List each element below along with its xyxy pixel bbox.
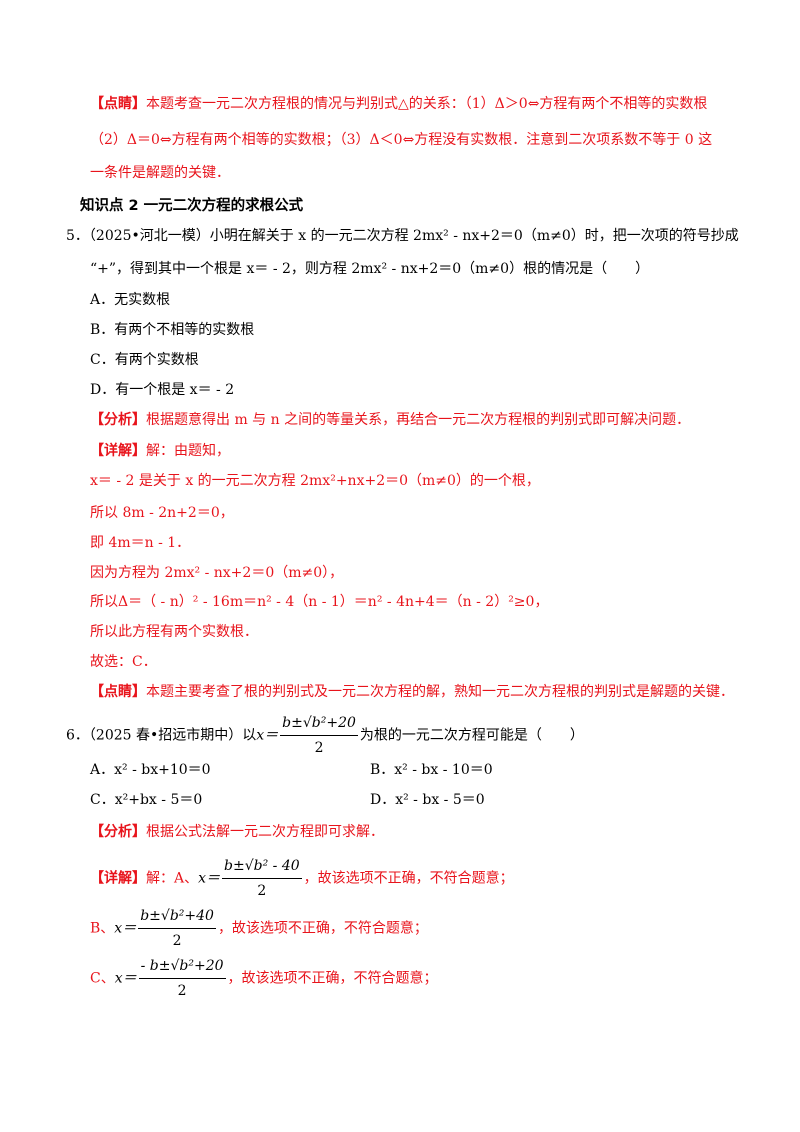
formula-denominator: 2: [172, 933, 182, 949]
tip-paragraph-line3: 一条件是解题的关键．: [90, 165, 230, 181]
root-formula-c: - b±√b²+20 2: [138, 955, 226, 1002]
formula-lhs: x＝: [198, 870, 221, 887]
option-b: B．有两个不相等的实数根: [90, 322, 255, 338]
root-formula-a: b±√b² - 40 2: [222, 855, 302, 902]
section-heading: 知识点 2 一元二次方程的求根公式: [80, 198, 304, 214]
formula-numerator: b±√b²+40: [138, 905, 216, 929]
option-d: D．有一个根是 x＝ - 2: [90, 382, 235, 398]
detail-line: 【详解】解：由题知，: [90, 441, 230, 461]
analysis-tag: 【分析】: [90, 824, 146, 840]
solution-step: 所以Δ＝（ - n）² - 16m＝n² - 4（n - 1）＝n² - 4n+…: [90, 594, 549, 610]
formula-denominator: 2: [177, 983, 187, 999]
formula-numerator: b±√b²+20: [280, 712, 358, 736]
question-stem-suffix: 为根的一元二次方程可能是（ ）: [359, 727, 584, 744]
detail-text: ，故该选项不正确，不符合题意；: [227, 970, 438, 987]
tip-paragraph-line2: （2）Δ＝0⇔方程有两个相等的实数根；（3）Δ＜0⇔方程没有实数根．注意到二次项…: [90, 132, 713, 148]
question-5-line2: “+”，得到其中一个根是 x＝ - 2，则方程 2mx² - nx+2＝0（m≠…: [90, 261, 650, 277]
question-5-line1: 5．（2025•河北一模）小明在解关于 x 的一元二次方程 2mx² - nx+…: [66, 226, 739, 246]
analysis-line: 【分析】根据公式法解一元二次方程即可求解．: [90, 822, 384, 842]
option-a: A．无实数根: [90, 292, 171, 308]
tip-paragraph-line1: 【点睛】本题考查一元二次方程根的情况与判别式△的关系：（1）Δ＞0⇔方程有两个不…: [90, 94, 707, 114]
detail-b-line: B、x＝b±√b²+40 2 ，故该选项不正确，不符合题意；: [90, 905, 428, 952]
analysis-text: 根据题意得出 m 与 n 之间的等量关系，再结合一元二次方程根的判别式即可解决问…: [146, 412, 691, 428]
detail-a-line: 【详解】解：A、x＝b±√b² - 40 2 ，故该选项不正确，不符合题意；: [90, 855, 514, 902]
analysis-text: 根据公式法解一元二次方程即可求解．: [146, 824, 384, 840]
tip-text: 本题主要考查了根的判别式及一元二次方程的解，熟知一元二次方程根的判别式是解题的关…: [146, 684, 734, 700]
option-c: C．有两个实数根: [90, 352, 199, 368]
formula-numerator: - b±√b²+20: [138, 955, 226, 979]
detail-text: C、: [90, 970, 115, 987]
solution-step: x＝ - 2 是关于 x 的一元二次方程 2mx²+nx+2＝0（m≠0）的一个…: [90, 473, 540, 489]
detail-text: ，故该选项不正确，不符合题意；: [303, 870, 514, 887]
analysis-tag: 【分析】: [90, 412, 146, 428]
solution-step: 所以此方程有两个实数根．: [90, 624, 258, 640]
formula-lhs: x＝: [114, 970, 137, 987]
detail-text: B、: [90, 920, 115, 937]
solution-answer: 故选：C．: [90, 654, 157, 670]
formula-lhs: x＝: [114, 920, 137, 937]
detail-text: 解：由题知，: [146, 443, 230, 459]
analysis-line: 【分析】根据题意得出 m 与 n 之间的等量关系，再结合一元二次方程根的判别式即…: [90, 410, 690, 430]
formula-denominator: 2: [257, 883, 267, 899]
question-stem: （2025 春•招远市期中）以: [88, 727, 257, 744]
tip-text: 本题考查一元二次方程根的情况与判别式△的关系：（1）Δ＞0⇔方程有两个不相等的实…: [146, 96, 708, 112]
question-number: 6．: [66, 727, 89, 744]
tip-tag: 【点睛】: [90, 96, 146, 112]
option-d: D．x² - bx - 5＝0: [370, 792, 485, 808]
solution-step: 因为方程为 2mx² - nx+2＝0（m≠0），: [90, 565, 344, 581]
solution-step: 即 4m＝n - 1．: [90, 535, 191, 551]
root-formula: b±√b²+20 2: [280, 712, 358, 759]
option-c: C．x²+bx - 5＝0: [90, 792, 203, 808]
formula-lhs: x＝: [256, 727, 279, 744]
tip-line: 【点睛】本题主要考查了根的判别式及一元二次方程的解，熟知一元二次方程根的判别式是…: [90, 682, 734, 702]
detail-text: ，故该选项不正确，不符合题意；: [217, 920, 428, 937]
question-6-line: 6．（2025 春•招远市期中）以x＝b±√b²+20 2 为根的一元二次方程可能是…: [66, 712, 584, 759]
detail-c-line: C、x＝- b±√b²+20 2 ，故该选项不正确，不符合题意；: [90, 955, 438, 1002]
solution-step: 所以 8m - 2n+2＝0，: [90, 505, 234, 521]
detail-text: 解：A、: [146, 870, 199, 887]
root-formula-b: b±√b²+40 2: [138, 905, 216, 952]
question-number: 5．: [66, 228, 89, 244]
detail-tag: 【详解】: [90, 870, 146, 887]
detail-tag: 【详解】: [90, 443, 146, 459]
formula-denominator: 2: [314, 740, 324, 756]
option-a: A．x² - bx+10＝0: [90, 762, 211, 778]
question-stem: （2025•河北一模）小明在解关于 x 的一元二次方程 2mx² - nx+2＝…: [88, 228, 739, 244]
option-b: B．x² - bx - 10＝0: [370, 762, 493, 778]
tip-tag: 【点睛】: [90, 684, 146, 700]
formula-numerator: b±√b² - 40: [222, 855, 302, 879]
